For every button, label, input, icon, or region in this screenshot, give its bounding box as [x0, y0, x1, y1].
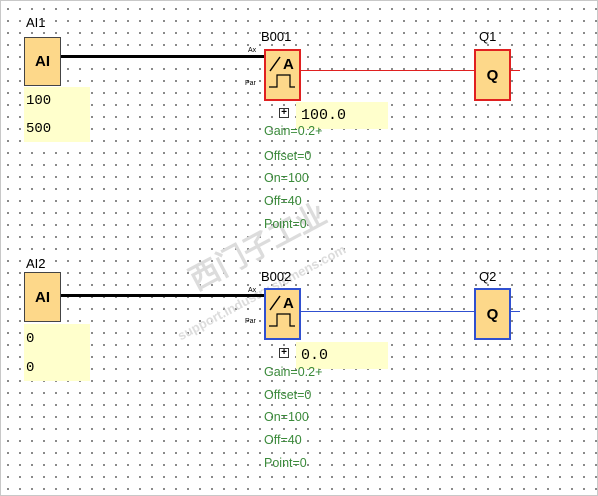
ai1-label: AI1 — [26, 15, 46, 30]
b001-param-off: Off=40 — [264, 194, 302, 208]
ai2-label: AI2 — [26, 256, 46, 271]
b002-param-gain: Gain=0.2+ — [264, 365, 323, 379]
b001-block[interactable]: A — [264, 49, 301, 101]
svg-text:A: A — [283, 295, 294, 312]
wire-b001-q1[interactable] — [301, 70, 475, 71]
b001-label: B001 — [261, 29, 292, 44]
b002-pin-ax: Ax — [248, 287, 257, 294]
watermark-sub: support.industry.siemens.com — [175, 241, 349, 344]
b002-label: B002 — [261, 269, 292, 284]
b002-param-point: Point=0 — [264, 456, 307, 470]
svg-text:A: A — [283, 56, 294, 73]
b001-param-on: On=100 — [264, 171, 309, 185]
plus-icon[interactable]: + — [279, 108, 289, 118]
analog-threshold-icon: A — [269, 295, 295, 327]
q2-label: Q2 — [479, 269, 497, 284]
b002-param-off: Off=40 — [264, 433, 302, 447]
ai1-value-top: 100 — [26, 93, 52, 109]
b002-block[interactable]: A — [264, 288, 301, 340]
ai2-block-text: AI — [35, 288, 50, 306]
q1-block[interactable]: Q — [474, 49, 511, 101]
b001-output-box: 100.0 — [296, 102, 388, 129]
watermark: 西门子工业 — [184, 197, 333, 298]
b001-param-offset: Offset=0 — [264, 149, 312, 163]
ai1-value-bottom: 500 — [26, 121, 52, 137]
b002-pin-par: Par — [245, 318, 256, 325]
wire-ai1-b001[interactable] — [61, 55, 264, 58]
ai1-block[interactable]: AI — [24, 37, 61, 86]
b002-param-on: On=100 — [264, 410, 309, 424]
q2-block[interactable]: Q — [474, 288, 511, 340]
q2-block-text: Q — [486, 305, 499, 323]
q1-label: Q1 — [479, 29, 497, 44]
b001-pin-par: Par — [245, 80, 256, 87]
wire-q2-out — [510, 311, 520, 312]
analog-threshold-icon: A — [269, 56, 295, 88]
ai1-block-text: AI — [35, 53, 50, 70]
wire-ai2-b002[interactable] — [61, 294, 264, 297]
ai2-value-bottom: 0 — [26, 360, 35, 376]
ai1-values: 100 500 — [24, 87, 90, 142]
b001-output-value: 100.0 — [301, 107, 347, 124]
ai2-block[interactable]: AI — [24, 272, 61, 322]
ai2-values: 0 0 — [24, 324, 90, 381]
b001-param-point: Point=0 — [264, 217, 307, 231]
ai2-value-top: 0 — [26, 331, 35, 347]
b001-param-gain: Gain=0.2+ — [264, 124, 323, 138]
b002-output-value: 0.0 — [301, 347, 329, 364]
plus-icon[interactable]: + — [279, 348, 289, 358]
b002-param-offset: Offset=0 — [264, 388, 312, 402]
wire-q1-out — [510, 70, 520, 71]
q1-block-text: Q — [486, 66, 499, 84]
b001-pin-ax: Ax — [248, 47, 257, 54]
wire-b002-q2[interactable] — [301, 311, 475, 312]
b002-output-box: 0.0 — [296, 342, 388, 369]
